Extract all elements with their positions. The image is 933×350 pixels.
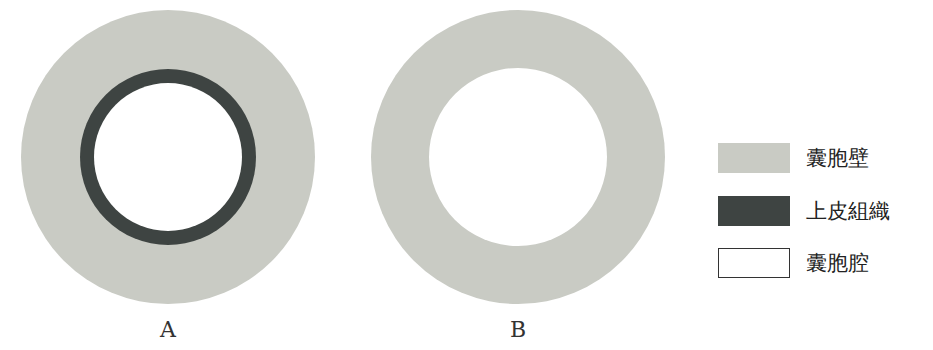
- figure-label: B: [510, 319, 526, 341]
- cyst-cavity: [94, 83, 242, 231]
- legend-swatch: [718, 196, 790, 226]
- legend-text: 囊胞壁: [806, 148, 869, 169]
- cyst-b: [371, 10, 665, 304]
- cyst-a: [21, 10, 315, 304]
- cyst-cavity: [429, 68, 607, 246]
- cyst-wall: [21, 10, 315, 304]
- cyst-wall: [371, 10, 665, 304]
- epithelium: [80, 69, 256, 245]
- legend-swatch: [718, 143, 790, 173]
- legend-text: 囊胞腔: [806, 253, 869, 274]
- legend-swatch: [718, 248, 790, 278]
- figure-label: A: [160, 319, 176, 341]
- legend-text: 上皮組織: [806, 201, 890, 222]
